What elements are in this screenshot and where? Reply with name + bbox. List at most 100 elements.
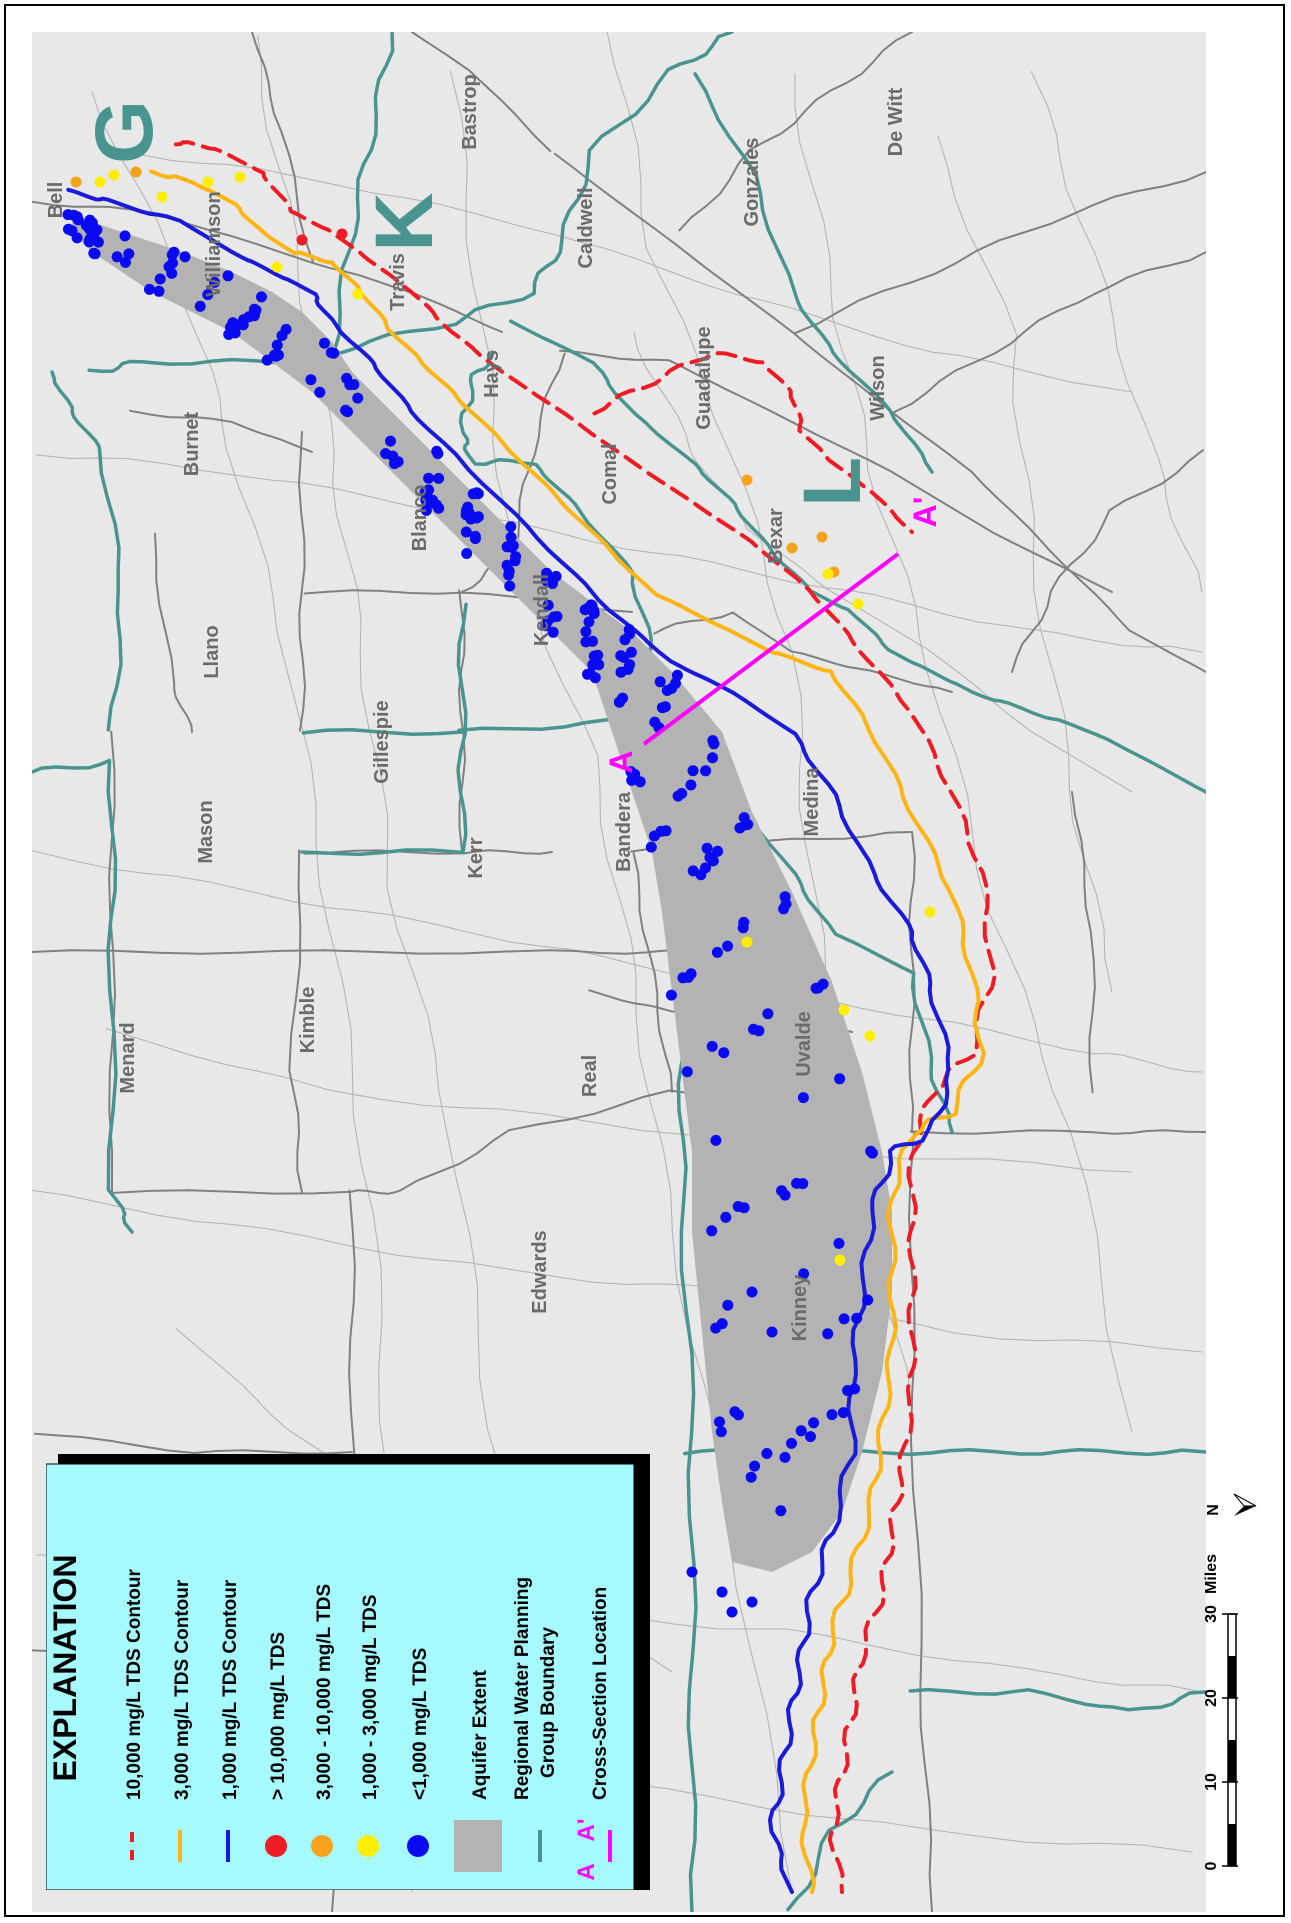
well-1000-3000 xyxy=(822,568,834,580)
well-lt1000 xyxy=(791,1177,803,1189)
legend-rect-icon xyxy=(454,1820,502,1872)
county-line xyxy=(129,409,313,453)
well-lt1000 xyxy=(710,1134,722,1146)
well-lt1000 xyxy=(795,1425,807,1437)
well-lt1000 xyxy=(209,276,221,288)
well-lt1000 xyxy=(385,435,396,447)
well-lt1000 xyxy=(749,1460,761,1472)
well-lt1000 xyxy=(738,1202,750,1214)
well-1000-3000 xyxy=(864,1030,876,1042)
county-label: Medina xyxy=(801,767,823,837)
well-lt1000 xyxy=(86,217,98,229)
well-lt1000 xyxy=(505,521,517,533)
well-lt1000 xyxy=(665,989,677,1001)
county-label: Bexar xyxy=(765,508,787,564)
well-lt1000 xyxy=(460,505,472,517)
well-lt1000 xyxy=(737,922,749,934)
well-lt1000 xyxy=(433,502,445,514)
well-lt1000 xyxy=(722,940,734,952)
well-lt1000 xyxy=(714,1416,725,1428)
well-lt1000 xyxy=(542,599,554,611)
road-line xyxy=(133,152,1133,393)
well-1000-3000 xyxy=(838,1004,850,1016)
well-lt1000 xyxy=(659,701,671,713)
county-label: Llano xyxy=(201,625,223,678)
well-lt1000 xyxy=(837,1407,849,1419)
legend-label: 1,000 mg/L TDS Contour xyxy=(220,1579,241,1800)
well-lt1000 xyxy=(778,903,790,915)
contour-10000 xyxy=(174,140,998,1894)
county-line xyxy=(632,852,673,1093)
county-line xyxy=(1011,449,1204,673)
well-lt1000 xyxy=(715,1426,727,1438)
well-lt1000 xyxy=(119,230,131,242)
county-line xyxy=(411,32,552,152)
county-label: Comal xyxy=(599,443,621,504)
legend-label: Aquifer Extent xyxy=(470,1669,491,1800)
well-lt1000 xyxy=(866,1147,878,1159)
well-lt1000 xyxy=(797,1092,809,1104)
county-label: Williamson xyxy=(203,191,225,296)
well-lt1000 xyxy=(469,533,481,545)
legend-label-line2: Group Boundary xyxy=(538,1627,559,1778)
well-lt1000 xyxy=(745,1471,757,1483)
well-lt1000 xyxy=(687,765,699,777)
well-lt1000 xyxy=(501,559,513,571)
well-lt1000 xyxy=(851,1312,863,1324)
well-lt1000 xyxy=(766,1326,778,1338)
well-lt1000 xyxy=(805,1431,816,1443)
rwpg-boundary-line xyxy=(50,370,123,732)
legend-label: 3,000 mg/L TDS Contour xyxy=(172,1579,193,1800)
well-lt1000 xyxy=(234,318,246,330)
well-lt1000 xyxy=(305,374,317,386)
well-1000-3000 xyxy=(156,191,168,203)
well-lt1000 xyxy=(838,1313,850,1325)
county-line xyxy=(678,32,913,232)
county-label: De Witt xyxy=(885,87,907,156)
well-lt1000 xyxy=(649,716,661,728)
rwpg-region-labels: GKLJ xyxy=(79,100,878,1571)
legend-label: Regional Water Planning xyxy=(512,1577,533,1800)
well-lt1000 xyxy=(352,392,364,404)
county-line xyxy=(298,431,306,732)
county-line xyxy=(154,532,193,733)
cross-section-line: AA' xyxy=(603,497,943,774)
county-line xyxy=(553,152,973,473)
legend-label: 1,000 - 3,000 mg/L TDS xyxy=(360,1594,381,1800)
well-lt1000 xyxy=(812,982,824,994)
well-lt1000 xyxy=(431,445,443,457)
county-line xyxy=(288,849,303,1193)
well-lt1000 xyxy=(163,261,175,273)
well-gt10000 xyxy=(336,228,348,240)
well-lt1000 xyxy=(660,825,672,837)
well-lt1000 xyxy=(681,1066,693,1078)
well-lt1000 xyxy=(256,291,267,303)
rwpg-boundary-line xyxy=(508,319,1206,794)
well-lt1000 xyxy=(588,650,600,662)
well-3000-10000 xyxy=(70,176,82,188)
well-lt1000 xyxy=(682,971,694,983)
well-lt1000 xyxy=(71,232,83,244)
north-arrow-highlight xyxy=(1233,1493,1257,1507)
legend-dot-icon xyxy=(407,1835,429,1857)
legend-ab-label-a: A xyxy=(573,1863,600,1880)
rwpg-boundary-line xyxy=(300,602,468,857)
scale-label: 20 xyxy=(1204,1689,1220,1707)
contour-1000 xyxy=(66,187,951,1894)
well-lt1000 xyxy=(194,300,206,312)
well-lt1000 xyxy=(593,659,605,671)
well-lt1000 xyxy=(460,526,472,538)
county-label: Uvalde xyxy=(793,1011,815,1077)
well-lt1000 xyxy=(111,251,123,263)
well-1000-3000 xyxy=(924,906,936,918)
county-label: Mason xyxy=(195,800,217,863)
well-lt1000 xyxy=(243,311,255,323)
well-lt1000 xyxy=(614,696,625,708)
well-lt1000 xyxy=(433,472,445,484)
well-lt1000 xyxy=(716,1318,728,1330)
well-lt1000 xyxy=(89,248,101,260)
county-line xyxy=(32,200,503,333)
rwpg-region-label: L xyxy=(787,457,878,507)
county-line xyxy=(32,949,693,955)
